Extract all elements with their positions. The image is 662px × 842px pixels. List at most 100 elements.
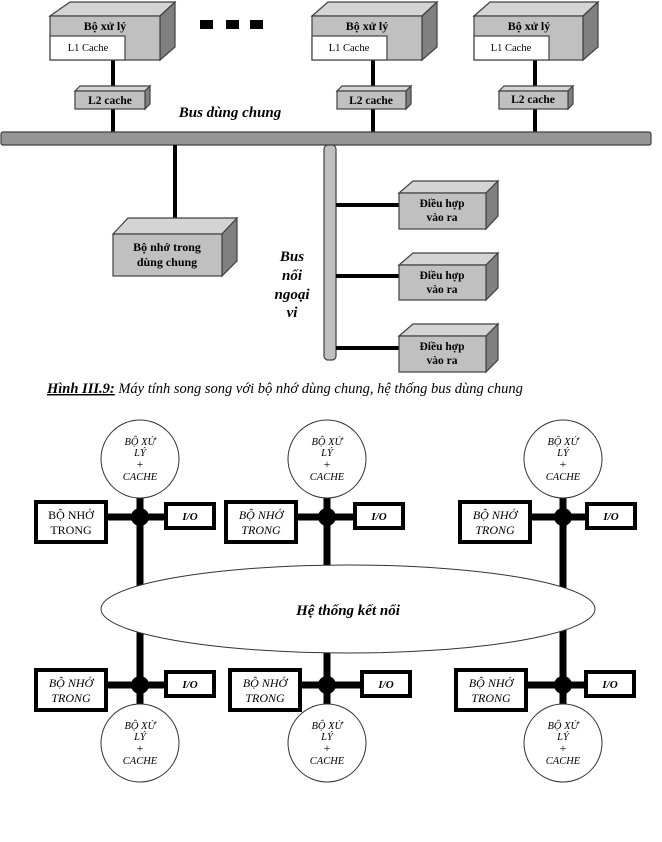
- memory-label-line1: BỘ NHỚ: [48, 508, 95, 522]
- processor-2: Bộ xử lý L1 Cache: [310, 0, 439, 62]
- interconnect-ellipse: [100, 564, 596, 654]
- cpu-label-line4: CACHE: [123, 472, 158, 483]
- io-label: I/O: [181, 511, 197, 523]
- memory-label-line1: BỘ NHỚ: [239, 508, 285, 522]
- l1-cache-label: L1 Cache: [329, 43, 370, 54]
- junction-dot: [318, 508, 336, 526]
- junction-dot: [131, 676, 149, 694]
- cpu-label-line4: CACHE: [546, 472, 581, 483]
- svg-text:vi: vi: [287, 305, 299, 321]
- processor-label: Bộ xử lý: [84, 19, 127, 33]
- memory-box: [34, 500, 108, 544]
- io-adapter-3: Điều hợp vào ra: [397, 322, 500, 374]
- interconnect-label: Hệ thống kết nối: [295, 603, 401, 619]
- cpu-label-line3: +: [560, 457, 567, 471]
- cpu-label-line1: BỘ XỬ: [312, 720, 344, 732]
- l2-cache-3: L2 cache: [497, 84, 575, 111]
- processor-label: Bộ xử lý: [346, 19, 389, 33]
- cpu-label-line3: +: [560, 741, 567, 755]
- caption-prefix: Hình III.9:: [46, 381, 115, 397]
- io-adapter-label-line2: vào ra: [427, 355, 458, 367]
- cpu-label-line4: CACHE: [123, 756, 158, 767]
- memory-label-line1: Bộ nhớ trong: [133, 240, 201, 254]
- io-adapter-label-line1: Điều hợp: [419, 269, 464, 282]
- memory-box: [228, 668, 302, 712]
- io-box: [164, 502, 216, 530]
- processor-1: Bộ xử lý L1 Cache: [48, 0, 177, 62]
- cpu-circle: [523, 703, 603, 783]
- cpu-label-line3: +: [324, 457, 331, 471]
- shared-bus-label: Bus dùng chung: [178, 105, 282, 121]
- l1-cache-label: L1 Cache: [491, 43, 532, 54]
- io-box: [360, 670, 412, 698]
- memory-label-line2: TRONG: [241, 523, 281, 537]
- cpu-label-line2: LÝ: [133, 447, 147, 459]
- cpu-circle: [287, 419, 367, 499]
- io-adapter-label-line1: Điều hợp: [419, 340, 464, 353]
- l2-cache-1: L2 cache: [73, 84, 152, 111]
- memory-label-line2: TRONG: [475, 523, 515, 537]
- memory-label-line1: BỘ NHỚ: [49, 676, 95, 690]
- io-label: I/O: [602, 511, 618, 523]
- processor-label: Bộ xử lý: [508, 19, 551, 33]
- peripheral-bus: [323, 144, 337, 361]
- io-adapter-label-line2: vào ra: [427, 212, 458, 224]
- cpu-circle: [287, 703, 367, 783]
- cpu-label-line2: LÝ: [556, 731, 570, 743]
- cpu-label-line2: LÝ: [320, 447, 334, 459]
- memory-label-line2: dùng chung: [137, 255, 197, 269]
- cpu-label-line2: LÝ: [320, 731, 334, 743]
- junction-dot: [131, 508, 149, 526]
- cpu-label-line1: BỘ XỬ: [548, 436, 580, 448]
- io-label: I/O: [377, 679, 393, 691]
- cpu-label-line3: +: [137, 741, 144, 755]
- cpu-circle: [100, 419, 180, 499]
- shared-memory: Bộ nhớ trong dùng chung: [111, 216, 239, 278]
- processor-3: Bộ xử lý L1 Cache: [472, 0, 600, 62]
- memory-box: [458, 500, 532, 544]
- junction-dot: [554, 508, 572, 526]
- cpu-label-line3: +: [324, 741, 331, 755]
- l2-cache-label: L2 cache: [511, 94, 555, 106]
- cpu-label-line3: +: [137, 457, 144, 471]
- cpu-circle: [523, 419, 603, 499]
- caption-text: Máy tính song song với bộ nhớ dùng chung…: [115, 381, 523, 397]
- shared-bus: [0, 131, 652, 146]
- io-adapter-label-line1: Điều hợp: [419, 197, 464, 210]
- io-adapter-label-line2: vào ra: [427, 284, 458, 296]
- cpu-label-line1: BỘ XỬ: [125, 720, 157, 732]
- cpu-label-line1: BỘ XỬ: [125, 436, 157, 448]
- l1-cache-box: [473, 35, 550, 61]
- io-box: [585, 502, 637, 530]
- memory-box: [224, 500, 298, 544]
- memory-label-line1: BỘ NHỚ: [469, 676, 515, 690]
- l1-cache-box: [311, 35, 388, 61]
- junction-dot: [318, 676, 336, 694]
- svg-text:ngoại: ngoại: [274, 287, 310, 303]
- io-box: [584, 670, 636, 698]
- cpu-label-line1: BỘ XỬ: [312, 436, 344, 448]
- l2-cache-label: L2 cache: [88, 95, 132, 107]
- cpu-label-line4: CACHE: [310, 472, 345, 483]
- peripheral-bus-label: Bus nối ngoại vi: [274, 249, 310, 321]
- io-label: I/O: [181, 679, 197, 691]
- memory-label-line2: TRONG: [245, 691, 285, 705]
- cpu-label-line2: LÝ: [133, 731, 147, 743]
- l1-cache-box: [49, 35, 126, 61]
- svg-text:nối: nối: [282, 268, 303, 284]
- cpu-label-line4: CACHE: [310, 756, 345, 767]
- io-adapter-2: Điều hợp vào ra: [397, 251, 500, 302]
- svg-text:Bus: Bus: [279, 249, 304, 265]
- memory-label-line2: TRONG: [471, 691, 511, 705]
- cpu-label-line4: CACHE: [546, 756, 581, 767]
- l2-cache-label: L2 cache: [349, 95, 393, 107]
- memory-label-line2: TRONG: [50, 523, 92, 537]
- memory-label-line1: BỘ NHỚ: [473, 508, 519, 522]
